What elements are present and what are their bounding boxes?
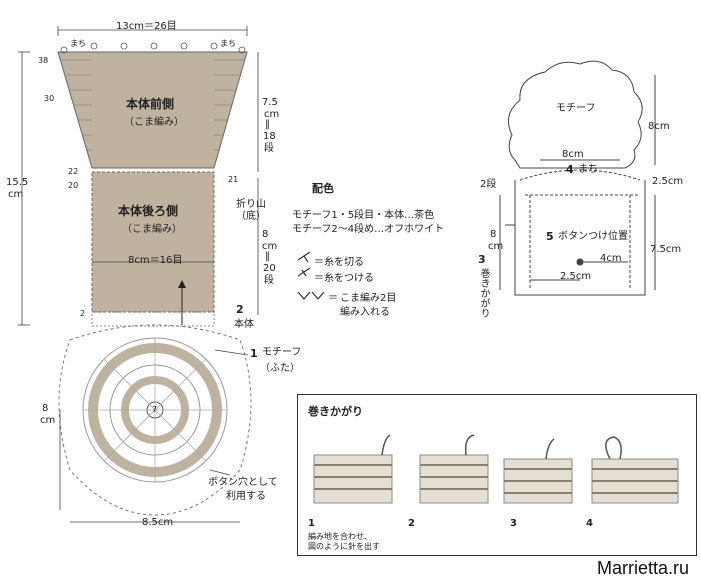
whipstitch-step-3: 3 xyxy=(510,518,517,529)
fold-sub-label: （底） xyxy=(236,211,266,222)
right-height-2c: ‖ xyxy=(265,251,270,262)
top-width-label: 13cm＝26目 xyxy=(116,21,177,32)
whipstitch-step-1: 1 xyxy=(308,518,315,529)
whipstitch-title: 巻きかがり xyxy=(308,405,363,418)
step4-label: まち xyxy=(578,164,598,175)
motif-label: モチーフ xyxy=(262,347,302,358)
left-8cm-value: 8 xyxy=(490,229,497,240)
assembly-motif-height: 8cm xyxy=(648,121,670,132)
dim-4cm: 4cm xyxy=(600,253,622,264)
step3-label: 巻きかがり xyxy=(478,268,489,318)
watermark-label: Marrietta.ru xyxy=(590,556,695,581)
symbol-2sc-label: こま編み2目 xyxy=(340,293,397,304)
motif-drawing xyxy=(58,324,252,516)
right-height-1d: 18 xyxy=(263,131,276,142)
motif-sub-label: （ふた） xyxy=(260,363,300,374)
whipstitch-photo-1 xyxy=(312,433,394,507)
dim-25cm-bottom: 2.5cm xyxy=(560,271,592,282)
left-8cm-unit: cm xyxy=(488,241,504,252)
whipstitch-panel: 巻きかがり 1 2 3 4 編み地を合わせ、 図のように針を出す xyxy=(297,394,697,556)
row-30-label: 30 xyxy=(44,94,55,103)
back-panel-sub: （こま編み） xyxy=(122,224,182,235)
dim-25cm-right: 2.5cm xyxy=(652,176,684,187)
step5-number: 5 xyxy=(546,230,554,243)
right-height-2d: 20 xyxy=(263,263,276,274)
fold-label: 折り山 xyxy=(236,199,266,210)
symbol-cut-yarn: ＝糸を切る xyxy=(314,257,364,268)
left-height-unit: cm xyxy=(8,189,24,200)
whipstitch-photo-3 xyxy=(502,433,574,507)
assembly-motif-label: モチーフ xyxy=(556,103,596,114)
button-hole-sub-label: 利用する xyxy=(226,491,266,502)
colors-title: 配色 xyxy=(312,182,334,195)
whipstitch-photo-2 xyxy=(418,433,490,507)
body-step-number: 2 xyxy=(236,303,244,316)
assembly-width-8cm: 8cm xyxy=(562,149,584,160)
right-height-1c: ‖ xyxy=(265,119,270,130)
motif-height-value: 8 xyxy=(42,403,49,414)
back-panel-label: 本体後ろ側 xyxy=(118,204,179,218)
stitch-texture xyxy=(62,59,244,151)
symbol-2sc-sub: 編み入れる xyxy=(340,307,390,318)
colors-line-1: モチーフ1・5段目・本体…茶色 xyxy=(292,210,435,221)
right-height-1b: cm xyxy=(264,109,280,120)
whipstitch-photo-4 xyxy=(590,433,682,507)
step5-label: ボタンつけ位置 xyxy=(558,231,628,242)
right-height-2b: cm xyxy=(262,241,278,252)
stitch-label-right: まち xyxy=(220,39,236,48)
stitch-label-left: まち xyxy=(70,39,86,48)
back-panel-shape xyxy=(91,171,215,313)
front-panel-label: 本体前側 xyxy=(126,97,175,111)
whipstitch-caption-2: 図のように針を出す xyxy=(308,542,380,551)
motif-width-label: 8.5cm xyxy=(142,517,174,528)
row-21-label: 21 xyxy=(228,175,239,184)
left-height-value: 15.5 xyxy=(6,177,29,188)
whipstitch-caption-1: 編み地を合わせ、 xyxy=(308,532,372,541)
dim-75cm: 7.5cm xyxy=(650,244,682,255)
motif-step-number: 1 xyxy=(250,347,258,360)
row-38-label: 38 xyxy=(38,56,49,65)
front-panel-shape xyxy=(57,51,248,169)
front-panel-sub: （こま編み） xyxy=(124,117,184,128)
right-height-2a: 8 xyxy=(262,229,269,240)
right-height-1a: 7.5 xyxy=(262,97,278,108)
step3-number: 3 xyxy=(478,253,486,266)
motif-center-mark: 7 xyxy=(152,405,158,414)
colors-line-2: モチーフ2〜4段め…オフホワイト xyxy=(292,224,445,235)
step4-number: 4 xyxy=(566,163,574,176)
symbol-2sc-eq: ＝ xyxy=(328,293,338,304)
row-20-label: 20 xyxy=(68,181,79,190)
mid-width-label: 8cm＝16目 xyxy=(128,255,183,266)
assembly-diagram xyxy=(499,60,656,296)
whipstitch-step-4: 4 xyxy=(586,518,593,529)
button-hole-label: ボタン穴として xyxy=(208,477,278,488)
right-height-1e: 段 xyxy=(264,143,274,154)
whipstitch-step-2: 2 xyxy=(408,518,415,529)
symbol-attach-yarn: ＝糸をつける xyxy=(314,273,374,284)
top-stitch-loops xyxy=(60,42,246,54)
row-2-label: 2 xyxy=(80,309,86,318)
symbol-icons xyxy=(297,251,325,300)
motif-height-unit: cm xyxy=(40,415,56,426)
body-label: 本体 xyxy=(234,319,254,330)
row-22-label: 22 xyxy=(68,167,79,176)
rows-2-label: 2段 xyxy=(480,179,497,190)
right-height-2e: 段 xyxy=(264,275,274,286)
